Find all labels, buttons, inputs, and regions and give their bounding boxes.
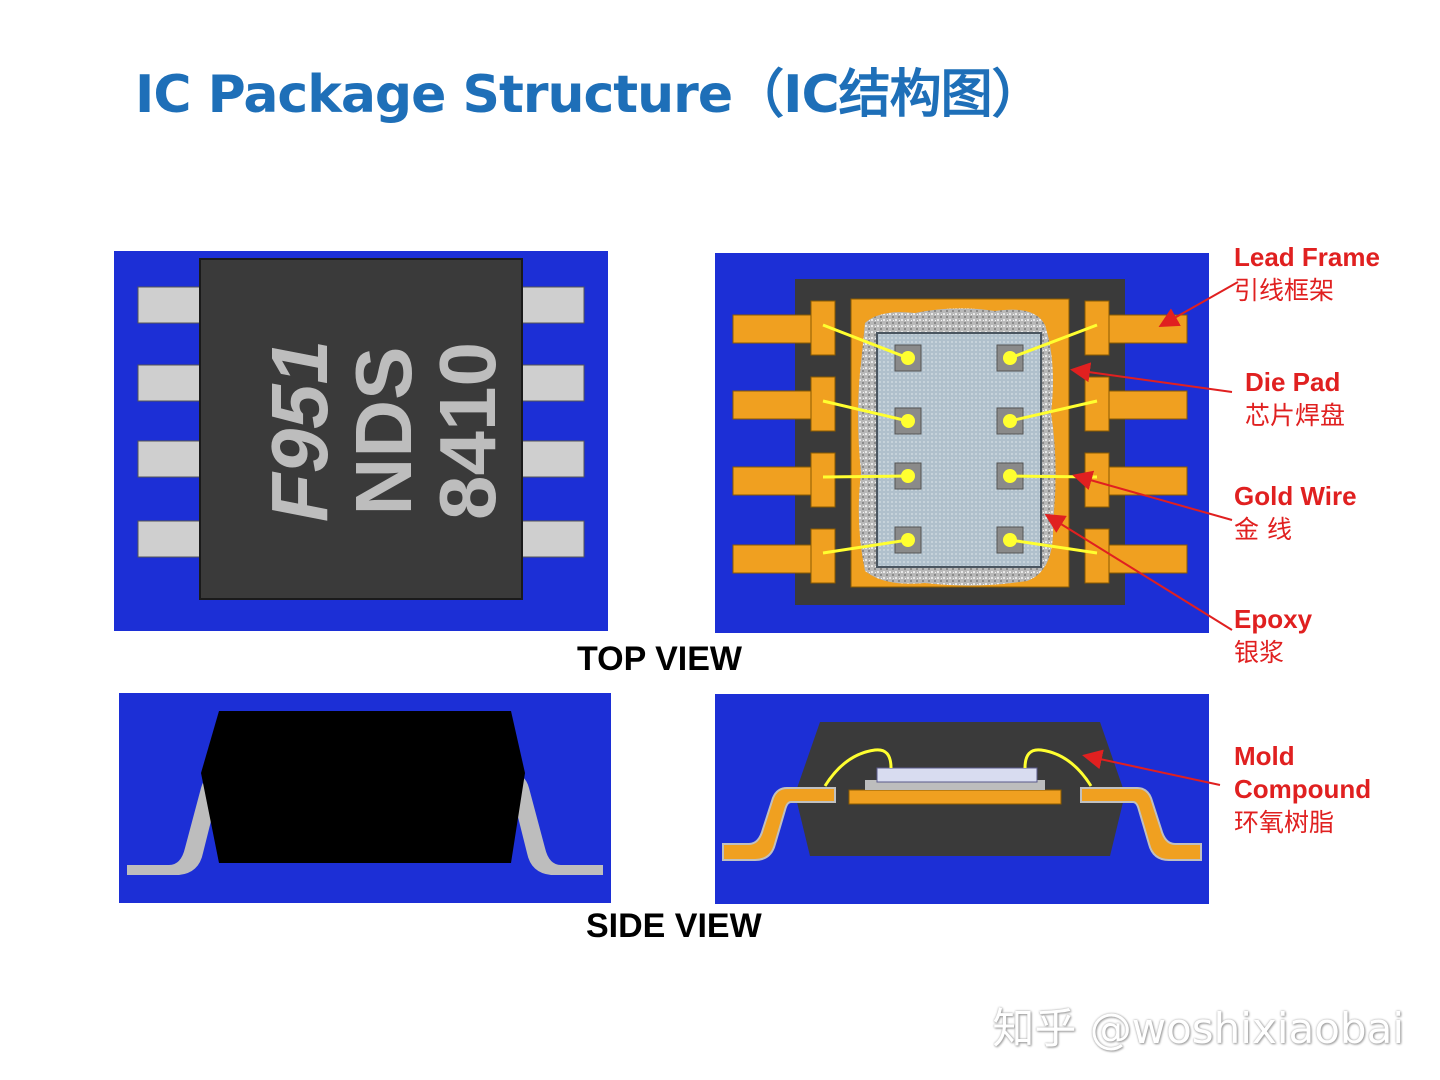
- page-title: IC Package Structure（IC结构图）: [135, 65, 1044, 125]
- callout-mold-compound: Mold Compound 环氧树脂: [1234, 740, 1371, 839]
- callout-lead-frame-en: Lead Frame: [1234, 242, 1380, 272]
- left-leads: [137, 286, 203, 558]
- chip-marking-line2: NDS: [339, 347, 428, 516]
- callout-mold-compound-en2: Compound: [1234, 774, 1372, 804]
- callout-gold-wire-zh: 金 线: [1234, 515, 1292, 544]
- side-view-package-panel: [119, 693, 611, 903]
- right-leads: [519, 286, 585, 558]
- side-package-body: [201, 711, 525, 863]
- callout-epoxy: Epoxy 银浆: [1234, 603, 1312, 669]
- side-view-label: SIDE VIEW: [586, 907, 762, 945]
- callout-die-pad-en: Die Pad: [1245, 367, 1341, 397]
- callout-die-pad: Die Pad 芯片焊盘: [1245, 366, 1345, 432]
- epoxy-section: [865, 780, 1045, 790]
- gold-wires: [822, 323, 1098, 555]
- callout-epoxy-en: Epoxy: [1234, 604, 1313, 634]
- callout-mold-compound-zh: 环氧树脂: [1234, 808, 1335, 837]
- side-view-section-panel: [715, 694, 1209, 904]
- die-section: [876, 767, 1038, 783]
- package-body: [199, 258, 523, 600]
- wire-bonds: [901, 351, 1017, 547]
- callout-mold-compound-en1: Mold: [1234, 741, 1295, 771]
- outer-leads: [732, 314, 1188, 574]
- chip-marking-line1: F951: [255, 340, 344, 522]
- top-view-internal-panel: [715, 253, 1209, 633]
- top-view-package-panel: F951 NDS 8410: [114, 251, 608, 631]
- callout-epoxy-zh: 银浆: [1234, 638, 1285, 667]
- callout-lead-frame: Lead Frame 引线框架: [1234, 241, 1380, 307]
- callout-lead-frame-zh: 引线框架: [1234, 276, 1335, 305]
- watermark: 知乎 @woshixiaobai: [992, 1004, 1404, 1053]
- callout-gold-wire: Gold Wire 金 线: [1234, 480, 1357, 546]
- bond-pads: [894, 344, 1024, 554]
- top-view-label: TOP VIEW: [577, 640, 743, 678]
- chip-marking-line3: 8410: [423, 342, 512, 520]
- callout-die-pad-zh: 芯片焊盘: [1245, 401, 1346, 430]
- callout-gold-wire-en: Gold Wire: [1234, 481, 1357, 511]
